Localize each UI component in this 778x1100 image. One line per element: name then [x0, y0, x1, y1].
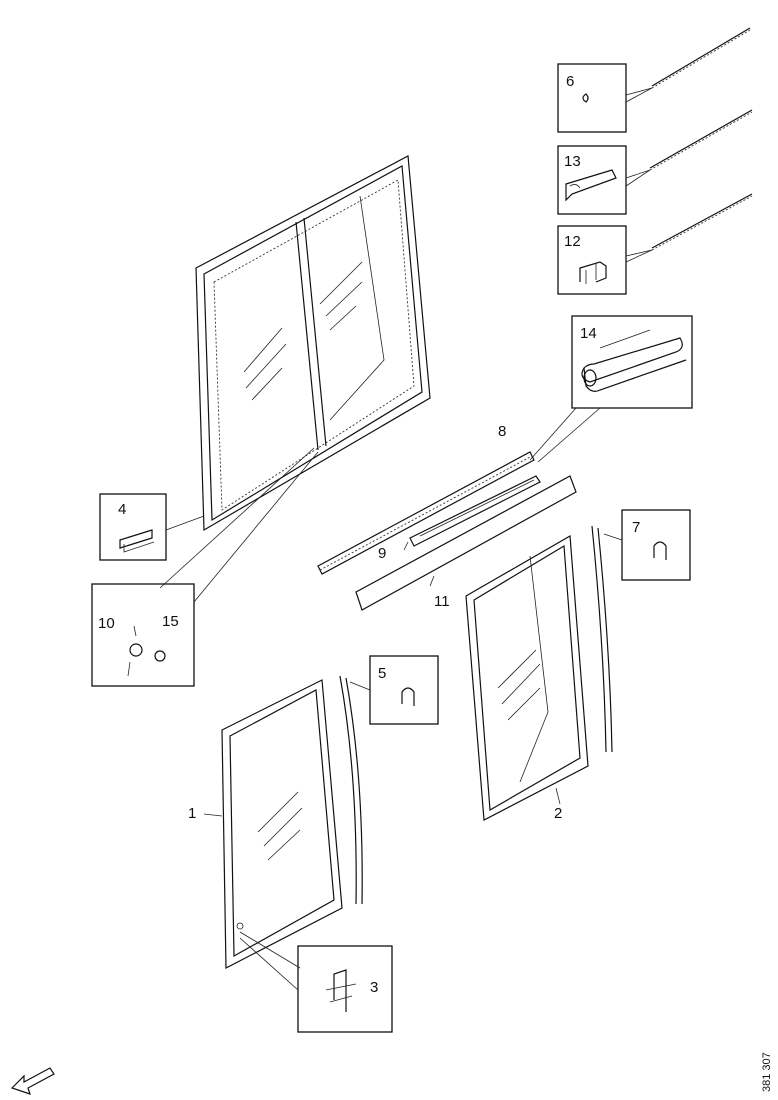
callout-9: 9 — [378, 545, 386, 562]
callout-14: 14 — [580, 325, 597, 342]
callout-11: 11 — [434, 593, 450, 610]
callout-3: 3 — [370, 979, 378, 996]
detail-box-7: 7 — [591, 509, 691, 753]
drawing-code: 381 307 — [761, 1052, 773, 1092]
detail-box-14: 14 — [529, 315, 693, 463]
callout-5: 5 — [378, 665, 386, 682]
detail-box-5: 5 — [339, 655, 439, 905]
trim-strips: 8 9 11 — [317, 423, 577, 611]
callout-15: 15 — [162, 613, 179, 630]
callout-8: 8 — [498, 423, 506, 440]
callout-1: 1 — [188, 805, 196, 822]
detail-box-4: 4 — [99, 493, 205, 561]
callout-2: 2 — [554, 805, 562, 822]
rear-window-assembly — [195, 155, 431, 532]
callout-13: 13 — [564, 153, 581, 170]
callout-6: 6 — [566, 73, 574, 90]
direction-arrow-icon — [10, 1067, 55, 1095]
detail-box-3: 3 — [239, 931, 393, 1033]
detail-box-12: 12 — [557, 193, 753, 295]
glass-panel-2: 2 — [465, 535, 589, 822]
glass-panel-1: 1 — [188, 679, 343, 969]
callout-4: 4 — [118, 501, 126, 518]
detail-box-10-15: 10 15 — [91, 447, 319, 687]
callout-7: 7 — [632, 519, 640, 536]
callout-12: 12 — [564, 233, 581, 250]
callout-10: 10 — [98, 615, 115, 632]
detail-box-13: 13 — [557, 109, 753, 215]
detail-box-6: 6 — [557, 27, 751, 133]
